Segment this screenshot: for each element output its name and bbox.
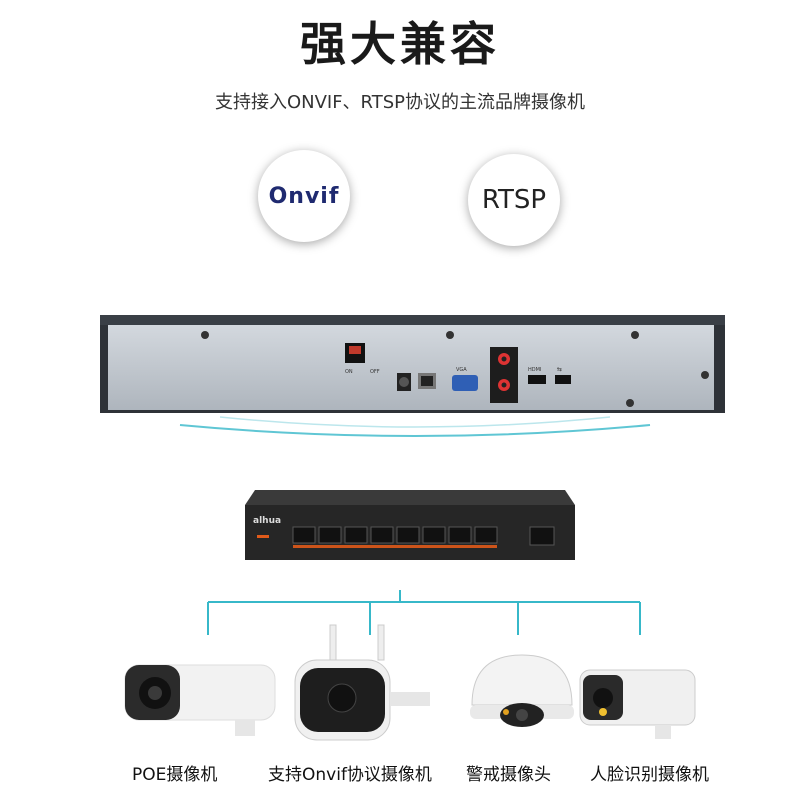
page-title: 强大兼容 xyxy=(300,17,500,71)
vga-port-icon xyxy=(452,375,478,391)
connection-lines xyxy=(207,590,641,635)
screw-icon xyxy=(201,331,209,339)
switch-port-8-icon xyxy=(474,526,498,544)
glow-arc xyxy=(179,424,651,437)
screw-icon xyxy=(446,331,454,339)
svg-text:⇆: ⇆ xyxy=(557,366,562,373)
switch-port-6-icon xyxy=(422,526,446,544)
vga-label: VGA xyxy=(456,367,467,373)
camera-label-face: 人脸识别摄像机 xyxy=(590,765,709,785)
switch-brand-logo: alhua xyxy=(253,516,281,526)
bullet-camera-icon xyxy=(124,664,276,736)
usb-port-icon xyxy=(555,375,571,384)
switch-uplink-port-icon xyxy=(529,526,555,546)
switch-port-2-icon xyxy=(318,526,342,544)
onvif-logo-text: Onvif xyxy=(268,183,340,209)
onvif-logo: Onvif xyxy=(258,150,350,242)
hdmi-port-icon xyxy=(528,375,546,384)
screw-icon xyxy=(626,399,634,407)
switch-port-7-icon xyxy=(448,526,472,544)
dome-camera-icon xyxy=(470,654,574,727)
camera-label-poe: POE摄像机 xyxy=(132,765,218,785)
poe-switch-image: alhua xyxy=(245,490,575,560)
camera-label-onvif: 支持Onvif协议摄像机 xyxy=(268,765,432,785)
screw-icon xyxy=(701,371,709,379)
power-off-label: OFF xyxy=(370,369,380,375)
rtsp-logo-text: RTSP xyxy=(481,185,547,215)
power-on-label: ON xyxy=(345,369,353,375)
page-subtitle: 支持接入ONVIF、RTSP协议的主流品牌摄像机 xyxy=(214,92,586,113)
switch-port-5-icon xyxy=(396,526,420,544)
face-recognition-camera-icon xyxy=(579,669,696,739)
wifi-camera-icon xyxy=(294,624,430,741)
switch-port-3-icon xyxy=(344,526,368,544)
nvr-rear-panel-image: ON OFF VGA HDMI ⇆ xyxy=(100,315,725,437)
screw-icon xyxy=(631,331,639,339)
hdmi-label: HDMI xyxy=(528,367,541,373)
switch-port-1-icon xyxy=(292,526,316,544)
rtsp-logo: RTSP xyxy=(468,154,560,246)
switch-port-4-icon xyxy=(370,526,394,544)
camera-label-alert: 警戒摄像头 xyxy=(466,765,551,785)
